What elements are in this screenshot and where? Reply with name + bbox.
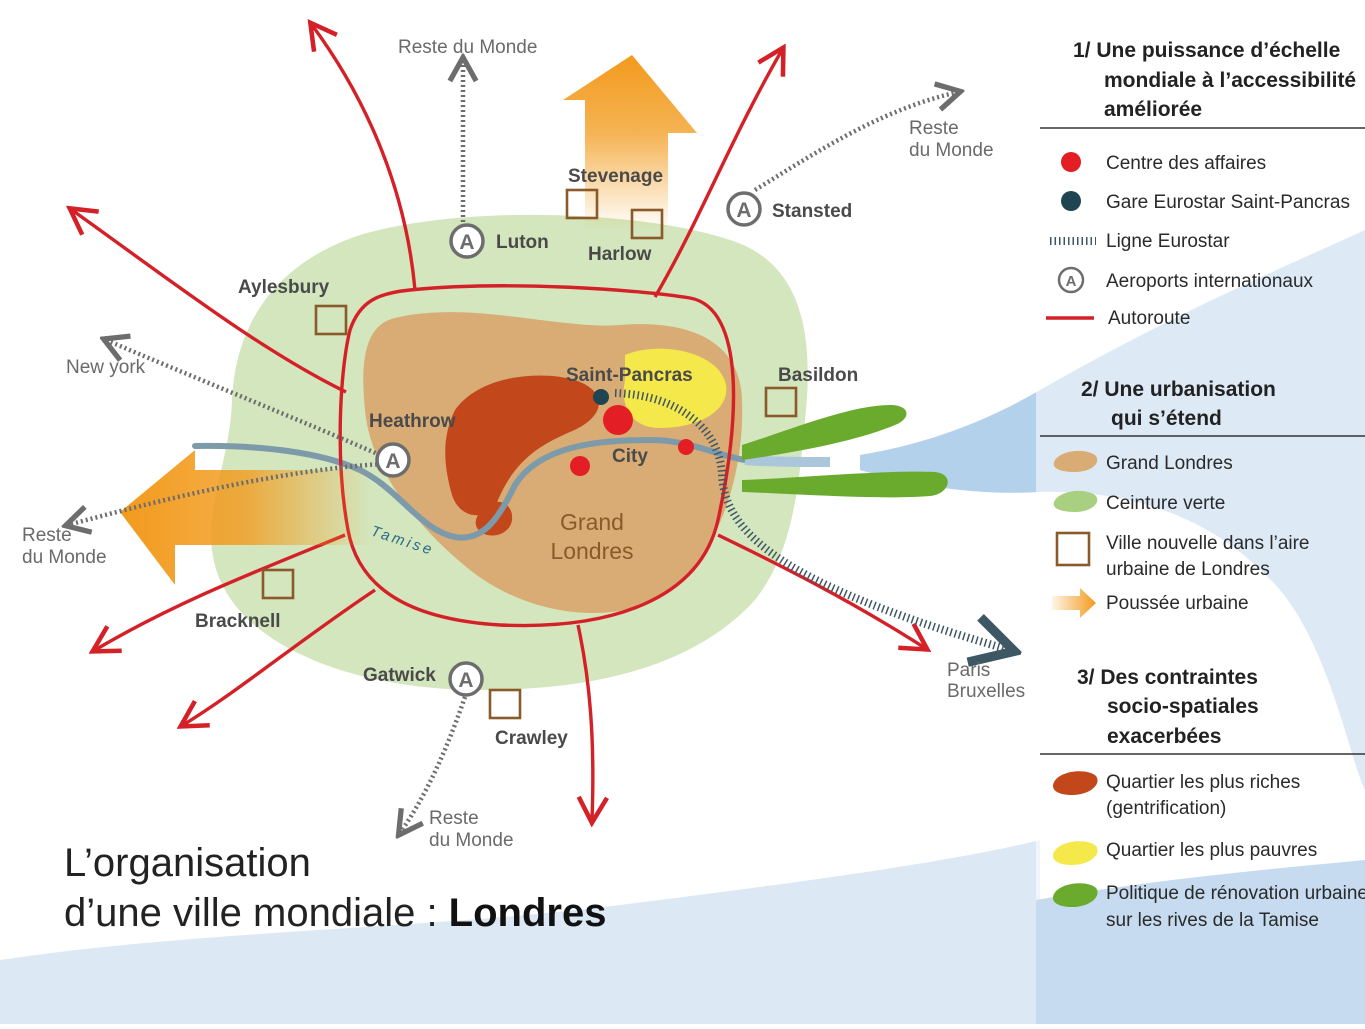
label-stansted: Stansted [772,201,852,222]
legend: 1/ Une puissance d’échelle mondiale à l’… [1040,39,1365,931]
new-town-stevenage [565,188,599,220]
label-crawley: Crawley [495,728,568,749]
airport-icon: A [736,199,751,222]
legend-grand-londres: Grand Londres [1106,453,1233,474]
label-reste-top: Reste du Monde [398,37,537,58]
legend-ville-nouvelle-2: urbaine de Londres [1106,559,1270,580]
sea-bottom [0,840,1040,1024]
poor-district [623,348,727,428]
legend-s3-line1: 3/ Des contraintes [1077,666,1258,689]
airport-gatwick: A [448,661,484,697]
label-aylesbury: Aylesbury [238,277,330,298]
legend-ceinture-icon [1053,490,1098,512]
legend-ceinture: Ceinture verte [1106,493,1225,514]
airport-heathrow: A [375,442,411,478]
legend-centre-icon [1061,152,1081,172]
business-centre-east [678,439,694,455]
new-town-bracknell [261,568,295,600]
label-stevenage: Stevenage [568,166,663,187]
legend-pauvres: Quartier les plus pauvres [1106,840,1317,861]
legend-riches-2: (gentrification) [1106,798,1226,819]
label-gatwick: Gatwick [363,665,436,686]
rich-district [445,375,599,516]
label-reste-tr-2: du Monde [909,140,994,161]
map-title-prefix: d’une ville mondiale : [64,891,449,935]
sea-bottom-right [1036,860,1365,1024]
motorways [72,25,925,820]
new-towns [261,188,798,720]
new-town-aylesbury [314,304,348,336]
airport-stansted: A [726,191,762,227]
label-luton: Luton [496,232,549,253]
legend-poussee-icon [1052,588,1096,618]
urban-push-west [120,450,370,585]
map-title-line1: L’organisation [64,841,311,885]
label-saint-pancras: Saint-Pancras [566,365,693,386]
label-city: City [612,446,648,467]
business-centre-west [570,456,590,476]
legend-riches-icon [1052,771,1098,795]
renovation-north-bank [742,405,907,460]
legend-ville-nouvelle-1: Ville nouvelle dans l’aire [1106,533,1310,554]
label-bruxelles: Bruxelles [947,681,1025,702]
legend-airport-icon: A [1057,266,1085,294]
label-new-york: New york [66,357,146,378]
label-londres: Londres [550,538,633,564]
legend-s1-line3: améliorée [1104,98,1202,121]
legend-renovation-1: Politique de rénovation urbaine [1106,883,1365,904]
legend-s1-line2: mondiale à l’accessibilité [1104,69,1356,92]
legend-poussee: Poussée urbaine [1106,593,1249,614]
legend-ligne: Ligne Eurostar [1106,231,1230,252]
legend-grand-londres-icon [1053,450,1098,472]
legend-autoroute: Autoroute [1108,308,1190,329]
label-reste-tr-1: Reste [909,118,959,139]
legend-riches-1: Quartier les plus riches [1106,772,1300,793]
thames-river [192,436,748,541]
new-town-basildon [764,386,798,418]
air-routes [68,60,958,833]
urban-push-north [563,55,697,230]
airport-luton: A [449,223,485,259]
svg-text:A: A [1066,273,1077,290]
new-town-harlow [630,208,664,240]
renovation-south-bank [742,471,948,498]
label-bracknell: Bracknell [195,611,281,632]
legend-aeroports: Aeroports internationaux [1106,271,1314,292]
legend-s3-line3: exacerbées [1107,725,1221,748]
business-centre-city [603,405,633,435]
legend-renovation-icon [1052,883,1098,907]
label-paris: Paris [947,660,990,681]
airport-icon: A [385,450,400,473]
legend-gare: Gare Eurostar Saint-Pancras [1106,192,1350,213]
label-heathrow: Heathrow [369,411,456,432]
label-reste-bottom-1: Reste [429,808,479,829]
legend-s3-line2: socio-spatiales [1107,695,1259,718]
m25-ring [338,284,736,628]
label-grand: Grand [560,509,624,535]
legend-renovation-2: sur les rives de la Tamise [1106,910,1319,931]
label-reste-bottom-2: du Monde [429,830,514,851]
new-town-crawley [488,688,522,720]
label-reste-left-2: du Monde [22,547,107,568]
legend-centre: Centre des affaires [1106,153,1266,174]
legend-pauvres-icon [1052,841,1098,865]
legend-s1-line1: 1/ Une puissance d’échelle [1073,39,1340,62]
label-basildon: Basildon [778,365,858,386]
legend-gare-icon [1061,191,1081,211]
eurostar-station-st-pancras [593,389,609,405]
map-title-bold: Londres [449,891,607,935]
legend-s2-line1: 2/ Une urbanisation [1081,378,1276,401]
airport-icon: A [459,231,474,254]
legend-s2-line2: qui s’étend [1111,407,1222,430]
label-harlow: Harlow [588,244,652,265]
airport-icon: A [458,669,473,692]
legend-ville-nouvelle-icon [1055,531,1091,567]
label-reste-left-1: Reste [22,525,72,546]
map-title-line2: d’une ville mondiale : Londres [64,891,606,935]
